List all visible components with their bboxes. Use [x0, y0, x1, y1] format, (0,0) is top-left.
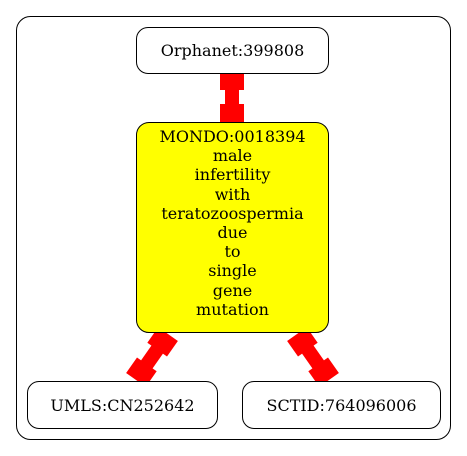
mondo-node-id: MONDO:0018394 — [159, 127, 306, 146]
cluster-frame — [16, 16, 451, 440]
mondo-node-word: mutation — [196, 299, 269, 319]
edge-top-cap-upper — [220, 70, 244, 90]
mondo-node: MONDO:0018394 male infertility with tera… — [136, 122, 329, 333]
orphanet-node: Orphanet:399808 — [136, 27, 329, 74]
edge-left-shaft — [140, 344, 164, 370]
umls-node: UMLS:CN252642 — [27, 381, 218, 429]
edge-left-cap-upper — [147, 327, 178, 357]
mondo-node-word: to — [224, 242, 241, 262]
mondo-node-word: infertility — [194, 165, 271, 185]
mondo-node-word: due — [217, 223, 248, 243]
mondo-node-word: gene — [212, 280, 253, 300]
edge-center-to-left — [126, 327, 178, 387]
mondo-node-word: with — [214, 184, 251, 204]
mondo-node-word: teratozoospermia — [161, 203, 304, 223]
edge-center-to-right — [287, 327, 339, 387]
edge-top-shaft — [225, 88, 239, 106]
edge-right-cap-upper — [287, 327, 318, 357]
edge-right-shaft — [301, 344, 325, 370]
sctid-node: SCTID:764096006 — [242, 381, 441, 429]
edge-top-to-center — [220, 70, 244, 125]
edge-left-cap-lower — [126, 357, 157, 387]
edge-right-cap-lower — [308, 357, 339, 387]
edge-top-cap-lower — [220, 104, 244, 125]
mondo-node-word: male — [212, 146, 253, 166]
mondo-node-word: single — [208, 261, 257, 281]
